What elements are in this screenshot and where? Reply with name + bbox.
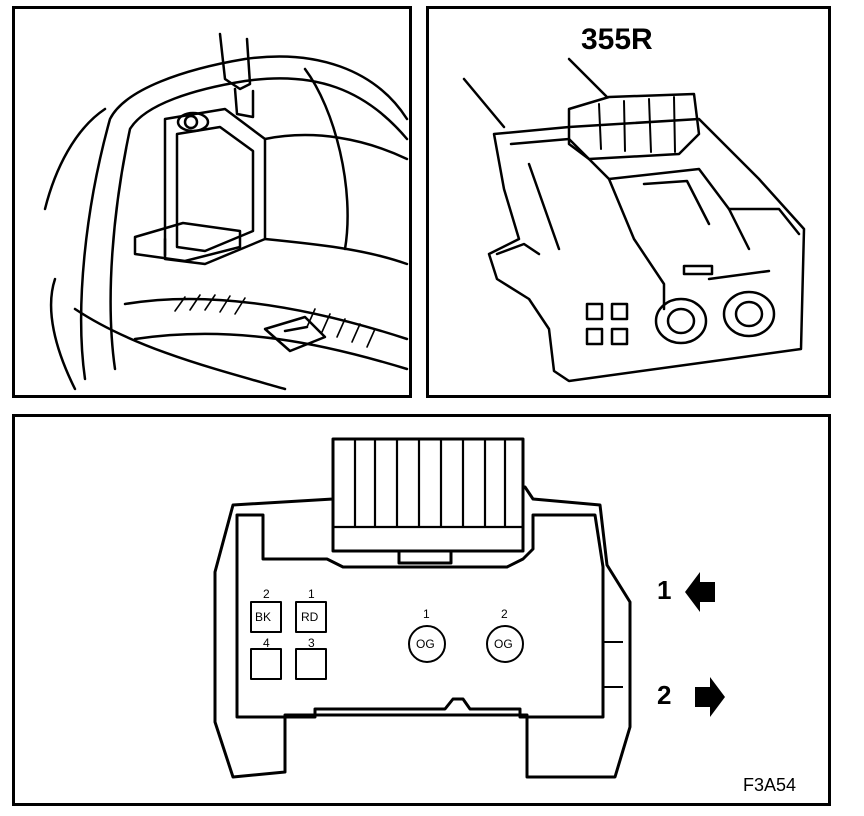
connector-3d-panel: 355R bbox=[426, 6, 831, 398]
connector-face-illustration bbox=[213, 437, 725, 779]
trunk-illustration bbox=[43, 32, 409, 391]
pin-color: OG bbox=[494, 637, 513, 651]
locking-tab bbox=[331, 437, 525, 553]
connector-outer-shell bbox=[213, 485, 632, 779]
keying-slot bbox=[397, 549, 453, 565]
pin-color: BK bbox=[255, 610, 272, 624]
pin-color: OG bbox=[416, 637, 435, 651]
round-pin-2 bbox=[486, 625, 524, 663]
arrow-2-label: 2 bbox=[657, 680, 672, 710]
figure-code: F3A54 bbox=[743, 775, 797, 795]
connector-face-panel: 2 BK 1 RD 4 3 1 OG 2 OG 1 2 F3A54 bbox=[12, 414, 831, 806]
pin-number: 2 bbox=[263, 587, 270, 601]
arrow-1-label: 1 bbox=[657, 575, 672, 605]
connector-3d-illustration bbox=[462, 57, 806, 383]
pin-number: 1 bbox=[423, 607, 430, 621]
pin-box-4 bbox=[250, 648, 282, 680]
connector-id-label: 355R bbox=[581, 23, 653, 56]
pin-number: 4 bbox=[263, 636, 270, 650]
pin-number: 1 bbox=[308, 587, 315, 601]
location-view-panel bbox=[12, 6, 412, 398]
pin-box-1 bbox=[295, 601, 327, 633]
pin-number: 3 bbox=[308, 636, 315, 650]
round-pin-1 bbox=[408, 625, 446, 663]
pin-box-3 bbox=[295, 648, 327, 680]
pin-number: 2 bbox=[501, 607, 508, 621]
pin-box-2 bbox=[250, 601, 282, 633]
pin-color: RD bbox=[301, 610, 319, 624]
arrow-left-icon bbox=[685, 572, 715, 612]
arrow-right-icon bbox=[695, 677, 725, 717]
